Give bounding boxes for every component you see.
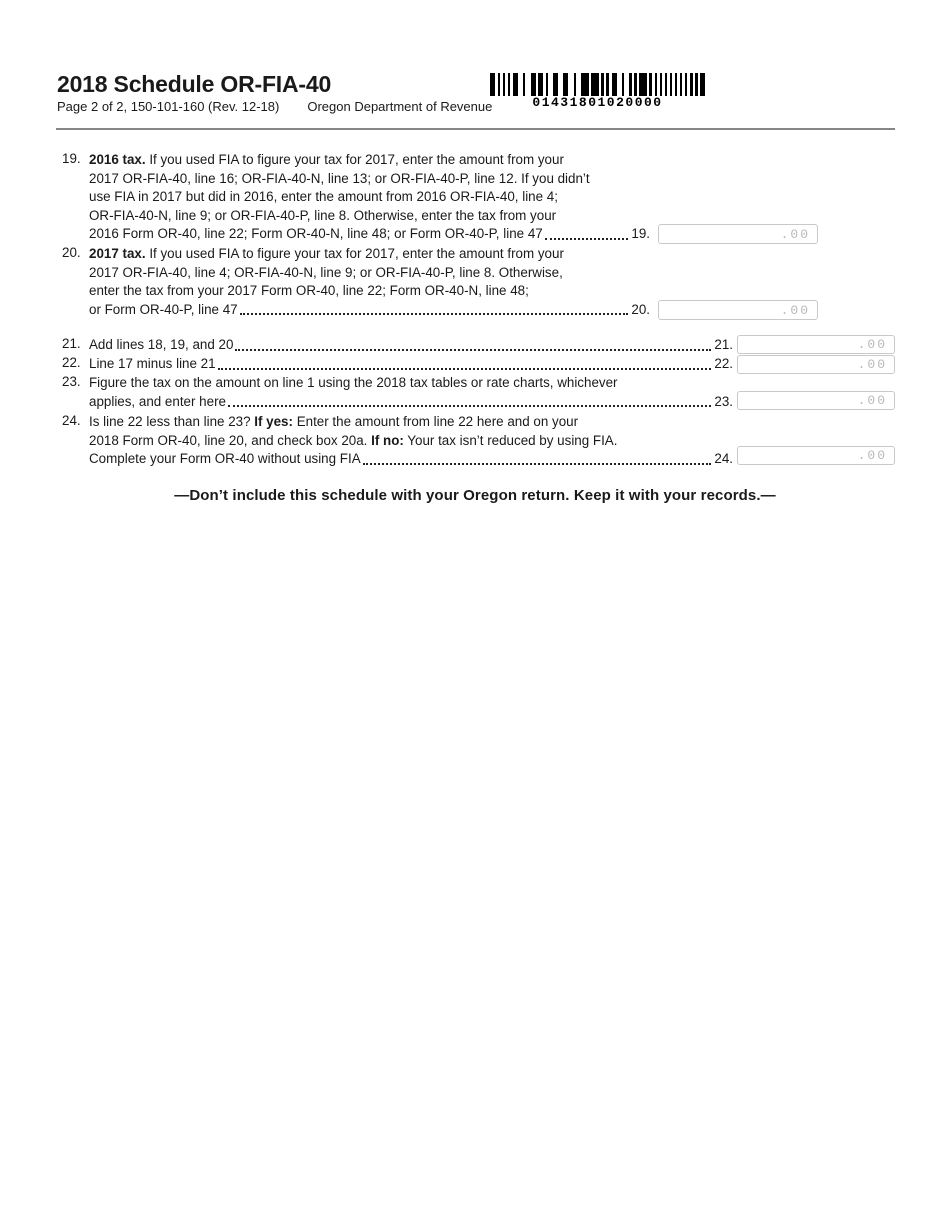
header-subline: Page 2 of 2, 150-101-160 (Rev. 12-18) Or… bbox=[57, 99, 492, 114]
dot-leader bbox=[544, 237, 629, 240]
line-20-number: 20. bbox=[62, 245, 81, 260]
amount-input-line23[interactable] bbox=[737, 391, 895, 410]
line-24-ref: 24. bbox=[714, 451, 733, 467]
line-19-ref: 19. bbox=[631, 226, 650, 242]
form-line-21: 21. Add lines 18, 19, and 20 21. bbox=[62, 336, 733, 355]
line-24-text-2a: 2018 Form OR-40, line 20, and check box … bbox=[89, 432, 372, 448]
page-info: Page 2 of 2, 150-101-160 (Rev. 12-18) bbox=[57, 99, 280, 114]
line-23-number: 23. bbox=[62, 374, 81, 389]
line-19-number: 19. bbox=[62, 151, 81, 166]
barcode: 01431801020000 bbox=[490, 73, 706, 110]
line-21-number: 21. bbox=[62, 336, 81, 351]
line-20-text-2: 2017 OR-FIA-40, line 4; OR-FIA-40-N, lin… bbox=[89, 264, 563, 280]
line-24-text-3: Complete your Form OR-40 without using F… bbox=[89, 451, 361, 467]
line-19-text-1: If you used FIA to figure your tax for 2… bbox=[145, 152, 564, 167]
keep-records-note: —Don’t include this schedule with your O… bbox=[174, 487, 776, 504]
amount-input-line19[interactable] bbox=[658, 224, 818, 244]
amount-input-line20[interactable] bbox=[658, 300, 818, 320]
line-24-text-2c: Your tax isn’t reduced by using FIA. bbox=[403, 432, 618, 448]
header-divider bbox=[56, 128, 895, 130]
line-19-text-2: 2017 OR-FIA-40, line 16; OR-FIA-40-N, li… bbox=[89, 170, 590, 186]
line-21-text: Add lines 18, 19, and 20 21. bbox=[89, 336, 733, 355]
form-line-24: 24. Is line 22 less than line 23? If yes… bbox=[62, 413, 733, 469]
line-22-number: 22. bbox=[62, 355, 81, 370]
amount-input-line21[interactable] bbox=[737, 335, 895, 354]
line-23-text-2: applies, and enter here bbox=[89, 393, 226, 409]
line-19-text-5: 2016 Form OR-40, line 22; Form OR-40-N, … bbox=[89, 226, 543, 242]
line-23-ref: 23. bbox=[714, 393, 733, 409]
dot-leader bbox=[235, 348, 712, 351]
dot-leader bbox=[227, 405, 712, 408]
line-20-text: 2017 tax. If you used FIA to figure your… bbox=[89, 245, 650, 319]
line-23-text-1: Figure the tax on the amount on line 1 u… bbox=[89, 375, 618, 390]
barcode-number: 01431801020000 bbox=[532, 95, 663, 110]
line-24-number: 24. bbox=[62, 413, 81, 428]
line-20-text-3: enter the tax from your 2017 Form OR-40,… bbox=[89, 283, 529, 299]
form-line-23: 23. Figure the tax on the amount on line… bbox=[62, 374, 733, 411]
line-23-text: Figure the tax on the amount on line 1 u… bbox=[89, 374, 733, 411]
line-24-bold-ifyes: If yes: bbox=[254, 414, 293, 429]
dot-leader bbox=[217, 367, 712, 370]
line-20-ref: 20. bbox=[631, 301, 650, 317]
line-22-text-1: Line 17 minus line 21 bbox=[89, 356, 216, 371]
page-title: 2018 Schedule OR-FIA-40 bbox=[57, 71, 332, 97]
line-19-text: 2016 tax. If you used FIA to figure your… bbox=[89, 151, 650, 244]
form-line-22: 22. Line 17 minus line 21 22. bbox=[62, 355, 733, 374]
form-line-20: 20. 2017 tax. If you used FIA to figure … bbox=[62, 245, 650, 319]
line-20-bold-label: 2017 tax. bbox=[89, 246, 146, 261]
line-19-text-4: OR-FIA-40-N, line 9; or OR-FIA-40-P, lin… bbox=[89, 207, 557, 223]
line-20-text-1: If you used FIA to figure your tax for 2… bbox=[145, 246, 564, 261]
line-21-ref: 21. bbox=[714, 337, 733, 352]
agency-name: Oregon Department of Revenue bbox=[307, 99, 493, 114]
line-20-text-4: or Form OR-40-P, line 47 bbox=[89, 301, 238, 317]
barcode-icon bbox=[490, 73, 706, 96]
dot-leader bbox=[362, 462, 712, 465]
line-24-text-1a: Is line 22 less than line 23? bbox=[89, 414, 255, 429]
line-24-text: Is line 22 less than line 23? If yes: En… bbox=[89, 413, 733, 469]
line-19-bold-label: 2016 tax. bbox=[89, 152, 146, 167]
line-22-ref: 22. bbox=[714, 356, 733, 371]
line-24-bold-ifno: If no: bbox=[371, 432, 404, 448]
line-24-text-1c: Enter the amount from line 22 here and o… bbox=[292, 414, 579, 429]
amount-input-line24[interactable] bbox=[737, 446, 895, 465]
line-19-text-3: use FIA in 2017 but did in 2016, enter t… bbox=[89, 189, 558, 205]
dot-leader bbox=[239, 313, 629, 316]
line-21-text-1: Add lines 18, 19, and 20 bbox=[89, 337, 234, 352]
line-22-text: Line 17 minus line 21 22. bbox=[89, 355, 733, 374]
form-line-19: 19. 2016 tax. If you used FIA to figure … bbox=[62, 151, 650, 244]
amount-input-line22[interactable] bbox=[737, 355, 895, 374]
